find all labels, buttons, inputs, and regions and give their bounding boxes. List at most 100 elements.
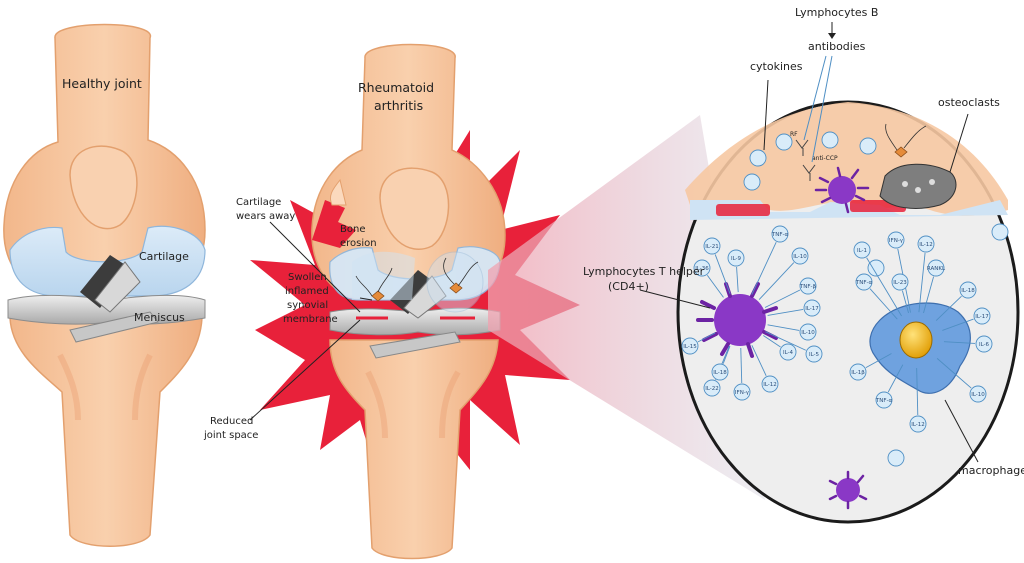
macrophage-cytokine-5-label: IL-18 bbox=[961, 288, 975, 294]
swollen-line1: Swollen bbox=[288, 272, 327, 283]
free-cytokine-1 bbox=[775, 133, 793, 151]
patella-ra bbox=[379, 167, 450, 251]
rf-label: RF bbox=[790, 131, 798, 138]
macrophage-cytokine-6-arrow bbox=[942, 318, 974, 331]
healthy-joint-title: Healthy joint bbox=[62, 76, 142, 91]
macrophage-cytokine-7-arrow bbox=[943, 341, 976, 344]
bone-erosion-label: Bone erosion bbox=[340, 224, 377, 249]
reduced-line2: joint space bbox=[203, 430, 258, 441]
th-cytokine-2 bbox=[727, 249, 745, 267]
macrophage-cytokine-1 bbox=[887, 231, 905, 249]
antibodies-label: antibodies bbox=[808, 40, 866, 53]
th-cytokine-12 bbox=[803, 299, 821, 317]
th-cytokine-13-arrow bbox=[764, 289, 801, 308]
th-cytokine-1 bbox=[693, 259, 711, 277]
macrophage-cytokine-8-arrow bbox=[936, 358, 972, 389]
macrophage-cytokine-0-arrow bbox=[866, 257, 902, 317]
th-cytokine-1-label: IL-36 bbox=[695, 266, 709, 272]
macrophage-cytokine-10-label: IL-1β bbox=[851, 370, 865, 376]
macrophage-cytokine-6 bbox=[973, 307, 991, 325]
th-cytokine-8-arrow bbox=[751, 345, 767, 377]
th-cytokine-10-label: IL-5 bbox=[809, 352, 820, 358]
th-label-line1: Lymphocytes T helper bbox=[583, 265, 705, 278]
osteoclasts-label: osteoclasts bbox=[938, 96, 1000, 109]
th-cytokine-5 bbox=[681, 337, 699, 355]
free-cytokine-3 bbox=[743, 173, 761, 191]
th-cytokine-6 bbox=[703, 379, 721, 397]
macrophage-cytokine-6-label: IL-17 bbox=[975, 314, 989, 320]
macrophage-cytokine-12-label: IL-12 bbox=[919, 242, 933, 248]
th-cytokine-9 bbox=[779, 343, 797, 361]
cartilage-wears-away-label: Cartilage wears away bbox=[236, 197, 295, 222]
macrophage-cytokine-11 bbox=[875, 391, 893, 409]
cytokines-label: cytokines bbox=[750, 60, 803, 73]
th-cytokine-0-arrow bbox=[714, 254, 731, 294]
macrophage-cytokine-5 bbox=[959, 281, 977, 299]
th-cytokine-14-label: IL-18 bbox=[713, 370, 727, 376]
free-cytokine-5 bbox=[887, 449, 905, 467]
th-cytokine-2-label: IL-9 bbox=[731, 256, 742, 262]
bone-erosion-line2: erosion bbox=[340, 238, 377, 249]
cartilage-wears-line1: Cartilage bbox=[236, 197, 281, 208]
macrophage-cytokine-0 bbox=[853, 241, 871, 259]
swollen-line4: membrane bbox=[283, 314, 338, 325]
ra-title-line1: Rheumatoid bbox=[358, 80, 434, 95]
tibia-ra bbox=[329, 339, 499, 560]
th-label: Lymphocytes T helper (CD4+) bbox=[583, 265, 708, 293]
pointer-reduced bbox=[249, 319, 361, 421]
macrophage-cytokine-3 bbox=[891, 273, 909, 291]
th-cytokine-14-arrow bbox=[722, 345, 731, 364]
macrophage-cytokine-10-arrow bbox=[865, 353, 892, 369]
macrophage-cytokine-4-label: RANKL bbox=[927, 266, 946, 272]
b-lymphocyte-cell bbox=[828, 176, 856, 204]
ra-title-line2: arthritis bbox=[374, 98, 423, 113]
patella-healthy bbox=[69, 145, 138, 230]
th-cytokine-0-label: IL-21 bbox=[705, 244, 719, 250]
th-cytokine-12-arrow bbox=[767, 309, 804, 316]
free-cytokine-6 bbox=[867, 259, 885, 277]
th-cytokine-8-label: IL-12 bbox=[763, 382, 777, 388]
th-label-line2: (CD4+) bbox=[608, 280, 649, 293]
th-cytokine-11-label: IL-10 bbox=[801, 330, 815, 336]
swollen-line3: synovial bbox=[287, 300, 328, 311]
free-cytokine-7 bbox=[991, 223, 1009, 241]
cartilage-wears-line2: wears away bbox=[236, 211, 295, 222]
lymphocytes-b-label: Lymphocytes B bbox=[795, 6, 878, 19]
th-cytokine-3-arrow bbox=[751, 241, 777, 295]
th-cytokine-4 bbox=[791, 247, 809, 265]
macrophage-cytokine-7 bbox=[975, 335, 993, 353]
ra-title: Rheumatoid arthritis bbox=[358, 80, 438, 113]
tibia-healthy bbox=[9, 317, 203, 547]
macrophage-cytokine-5-arrow bbox=[935, 295, 962, 321]
th-cytokine-7-label: IFN-γ bbox=[735, 390, 750, 396]
macrophage-cytokine-1-label: IFN-γ bbox=[889, 238, 904, 244]
pointer-cartilage bbox=[269, 221, 361, 313]
macrophage-cytokine-11-arrow bbox=[887, 364, 904, 393]
th-cytokine-11-arrow bbox=[767, 324, 800, 331]
free-cytokine-0 bbox=[749, 149, 767, 167]
macrophage-cytokine-9 bbox=[909, 415, 927, 433]
th-cytokine-3 bbox=[771, 225, 789, 243]
macrophage-cytokine-12 bbox=[917, 235, 935, 253]
th-cytokine-12-label: IL-17 bbox=[805, 306, 819, 312]
macrophage-cytokine-8 bbox=[969, 385, 987, 403]
free-cytokine-4 bbox=[859, 137, 877, 155]
macrophage-cytokine-2-arrow bbox=[869, 288, 898, 320]
th-cytokine-9-arrow bbox=[763, 335, 781, 348]
meniscus-label-healthy: Meniscus bbox=[134, 311, 185, 324]
th-cytokine-5-label: IL-15 bbox=[683, 344, 697, 350]
macrophage-cytokine-3-arrow bbox=[901, 290, 909, 314]
macrophage-cytokine-9-label: IL-12 bbox=[911, 422, 925, 428]
th-cytokine-3-label: TNF-α bbox=[771, 232, 789, 238]
th-cytokine-0 bbox=[703, 237, 721, 255]
th-cytokine-4-arrow bbox=[758, 262, 795, 300]
th-cytokine-7-arrow bbox=[740, 347, 743, 384]
th-cytokine-9-label: IL-4 bbox=[783, 350, 794, 356]
ligament-healthy bbox=[80, 255, 130, 308]
swollen-line2: inflamed bbox=[285, 286, 329, 297]
th-cytokine-13 bbox=[799, 277, 817, 295]
free-cytokines bbox=[743, 131, 1009, 467]
macrophage-cytokine-11-label: TNF-α bbox=[875, 398, 893, 404]
